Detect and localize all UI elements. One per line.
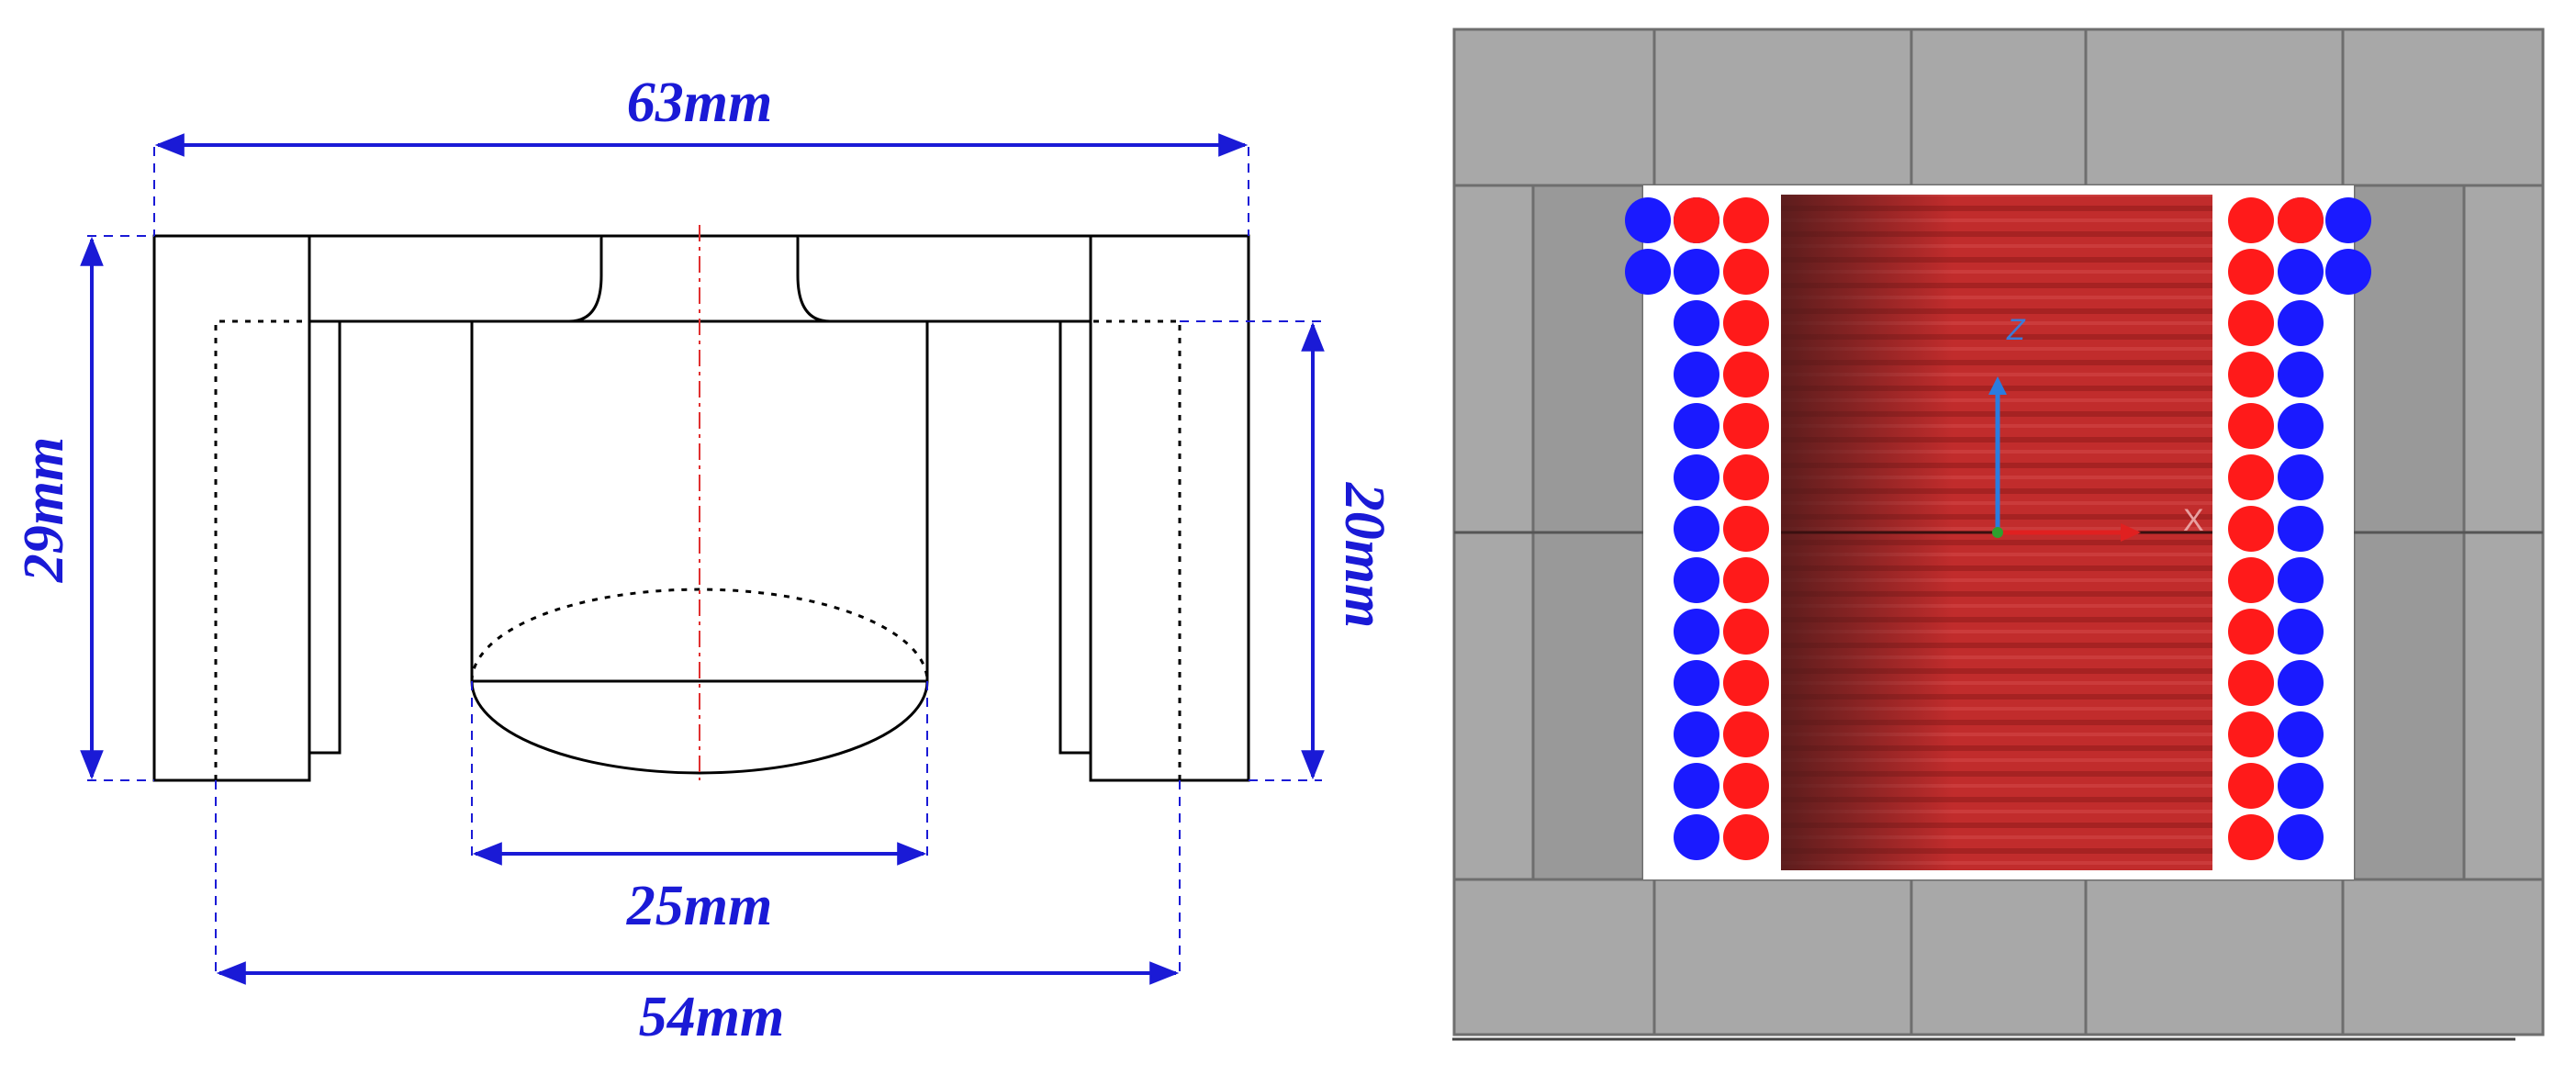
coil-turn-top-right xyxy=(2278,197,2324,243)
coil-turn-left-inner xyxy=(1723,506,1769,552)
center-post-fillet-right xyxy=(796,236,927,323)
coil-turn-right-outer xyxy=(2278,352,2324,398)
coil-turn-left-outer xyxy=(1674,557,1719,603)
coil-turn-right-inner xyxy=(2228,403,2274,449)
coil-turn-right-outer xyxy=(2278,506,2324,552)
coil-turn-left-inner xyxy=(1723,609,1769,655)
right-leg-slot xyxy=(1058,319,1091,755)
extension-lines xyxy=(87,147,1322,978)
center-post-bottom-hidden xyxy=(470,588,929,682)
coil-turn-right-outer xyxy=(2278,814,2324,860)
coil-turn-right-inner xyxy=(2228,249,2274,295)
coil-turn-right-outer xyxy=(2278,249,2324,295)
coil-turn-right-inner xyxy=(2228,660,2274,706)
z-axis-label: Z xyxy=(2006,313,2026,346)
coil-turn-right-outer xyxy=(2278,660,2324,706)
axis-triad: Z X xyxy=(1988,313,2204,542)
coil-turn-left-inner xyxy=(1723,300,1769,346)
coil-turn-left-inner xyxy=(1723,403,1769,449)
coil-turn-right-inner xyxy=(2228,557,2274,603)
coil-turn-right-outer xyxy=(2278,711,2324,757)
coil-turn-right-outer xyxy=(2278,763,2324,809)
coil-turn-left-inner xyxy=(1723,197,1769,243)
coil-turn-right-outer xyxy=(2278,557,2324,603)
dim-label-window-height: 20mm xyxy=(1333,482,1395,628)
coil-turn-left-inner xyxy=(1723,557,1769,603)
coil-turn-left-outer xyxy=(1674,454,1719,500)
coil-turn-left-outer xyxy=(1674,660,1719,706)
coil-turn-right-outer xyxy=(2278,454,2324,500)
coil-turn-left-inner xyxy=(1723,352,1769,398)
coil-turn-right-inner xyxy=(2228,814,2274,860)
dim-label-center-post: 25mm xyxy=(626,875,772,937)
coil-turn-left-outer xyxy=(1674,609,1719,655)
coil-turn-left-outer xyxy=(1674,506,1719,552)
coil-turn-top-left xyxy=(1625,249,1671,295)
core-dimension-drawing xyxy=(152,225,1250,782)
coil-turn-left-inner xyxy=(1723,763,1769,809)
coil-turn-left-outer xyxy=(1674,403,1719,449)
x-axis-label: X xyxy=(2183,503,2204,538)
coil-turn-left-outer xyxy=(1674,711,1719,757)
coil-turn-left-inner xyxy=(1723,249,1769,295)
right-hidden-edge xyxy=(1091,319,1182,780)
coil-turn-left-inner xyxy=(1723,711,1769,757)
coil-turn-left-outer xyxy=(1674,763,1719,809)
center-post-bottom xyxy=(470,680,929,775)
coil-turn-right-inner xyxy=(2228,197,2274,243)
coil-turn-left-outer xyxy=(1674,814,1719,860)
dim-label-overall-width: 63mm xyxy=(627,72,772,134)
coil-turn-top-left xyxy=(1674,197,1719,243)
coil-turn-left-inner xyxy=(1723,660,1769,706)
coil-turns xyxy=(1625,197,2371,860)
coil-turn-top-left xyxy=(1625,197,1671,243)
center-post-fillet-left xyxy=(472,236,603,323)
coil-turn-left-outer xyxy=(1674,249,1719,295)
coil-turn-top-right xyxy=(2325,249,2371,295)
simulation-view: Z X xyxy=(1452,28,2545,1041)
coil-turn-right-inner xyxy=(2228,609,2274,655)
coil-turn-left-outer xyxy=(1674,352,1719,398)
coil-turn-left-outer xyxy=(1674,300,1719,346)
coil-turn-left-inner xyxy=(1723,814,1769,860)
dim-label-overall-height: 29mm xyxy=(13,437,75,583)
coil-turn-right-outer xyxy=(2278,403,2324,449)
core-outline xyxy=(152,234,1250,782)
coil-turn-left-inner xyxy=(1723,454,1769,500)
coil-turn-top-right xyxy=(2325,197,2371,243)
coil-turn-right-inner xyxy=(2228,352,2274,398)
coil-turn-right-inner xyxy=(2228,300,2274,346)
coil-turn-right-inner xyxy=(2228,454,2274,500)
dim-label-leg-span: 54mm xyxy=(639,986,784,1048)
coil-turn-right-outer xyxy=(2278,300,2324,346)
coil-turn-right-inner xyxy=(2228,711,2274,757)
coil-turn-right-inner xyxy=(2228,763,2274,809)
coil-turn-right-inner xyxy=(2228,506,2274,552)
left-leg-slot xyxy=(309,319,342,755)
coil-turn-right-outer xyxy=(2278,609,2324,655)
